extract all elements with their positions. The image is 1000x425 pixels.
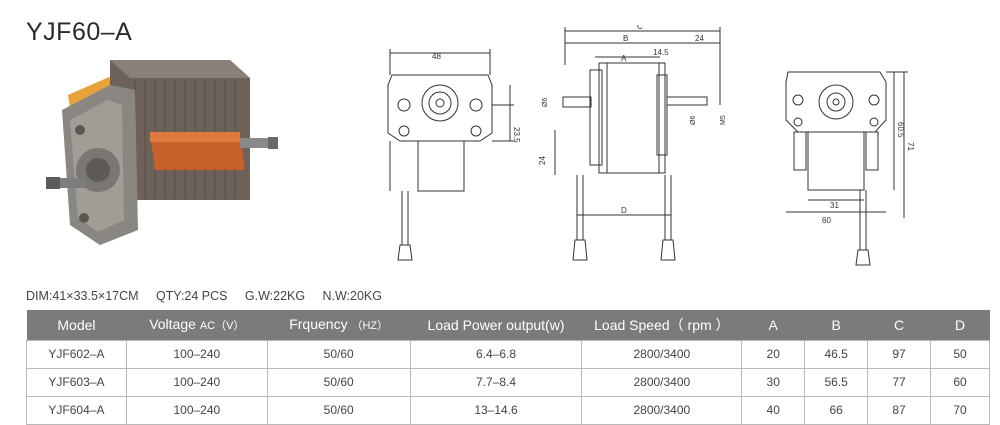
cell-b: 56.5	[804, 368, 869, 397]
header-b: B	[831, 316, 841, 333]
cell-model: YJF602–A	[26, 339, 127, 369]
cell-a: 40	[741, 396, 806, 425]
motor-photo	[46, 60, 278, 245]
header-frequency: Frquency （HZ）	[289, 316, 389, 333]
dim-shaft1-label: Ø6	[542, 98, 549, 107]
cell-b: 46.5	[804, 339, 869, 369]
spec-qty: QTY:24 PCS	[155, 289, 228, 303]
cell-voltage: 100–240	[125, 339, 268, 369]
packing-spec: DIM:41×33.5×17CM QTY:24 PCS G.W:22KG N.W…	[26, 289, 382, 303]
cell-power: 6.4–6.8	[409, 339, 583, 369]
page-title: YJF60–A	[26, 18, 133, 46]
dim-shaft2-label: Ø6	[690, 116, 697, 125]
table-row: YJF603–A 100–240 50/60 7.7–8.4 2800/3400…	[26, 368, 990, 397]
cell-a: 30	[741, 368, 806, 397]
table-header-row: Model Voltage AC（V） Frquency （HZ） Load P…	[26, 310, 990, 340]
table-row: YJF602–A 100–240 50/60 6.4–6.8 2800/3400…	[26, 339, 990, 369]
dim-lower-24-label: 24	[538, 156, 547, 165]
dim-c-label: C	[637, 25, 643, 31]
cell-c: 77	[867, 368, 932, 397]
cell-speed: 2800/3400	[581, 396, 743, 425]
cell-power: 13–14.6	[409, 396, 583, 425]
cell-a: 20	[741, 339, 806, 369]
table-row: YJF604–A 100–240 50/60 13–14.6 2800/3400…	[26, 396, 990, 425]
dim-14-5-label: 14.5	[653, 48, 669, 57]
header-voltage: Voltage AC（V）	[149, 316, 245, 333]
cell-voltage: 100–240	[125, 368, 268, 397]
cell-model: YJF603–A	[26, 368, 127, 397]
header-load-speed: Load Speed（ rpm ）	[594, 316, 730, 333]
dim-height-label: 23.5	[512, 127, 521, 143]
cell-c: 97	[867, 339, 932, 369]
dim-width-label: 48	[432, 52, 441, 61]
cell-speed: 2800/3400	[581, 368, 743, 397]
cell-frequency: 50/60	[266, 368, 411, 397]
side-view-drawing: C B 24 14.5 A D 24 Ø6 Ø6 M5	[538, 25, 727, 261]
spec-table: Model Voltage AC（V） Frquency （HZ） Load P…	[26, 310, 990, 425]
dim-b-label: B	[623, 34, 628, 43]
spec-dim: DIM:41×33.5×17CM	[26, 289, 139, 303]
header-load-power: Load Power output(w)	[427, 316, 565, 333]
header-c: C	[893, 316, 905, 333]
cell-speed: 2800/3400	[581, 339, 743, 369]
dim-a-label: A	[621, 54, 627, 63]
cell-b: 66	[804, 396, 869, 425]
dim-24-label: 24	[695, 34, 704, 43]
dim-60-label: 60	[822, 216, 831, 225]
dim-60-5-label: 60.5	[896, 122, 905, 138]
cell-voltage: 100–240	[125, 396, 268, 425]
header-a: A	[768, 316, 778, 333]
dim-m5-label: M5	[720, 115, 727, 125]
cell-d: 60	[930, 368, 990, 397]
cell-model: YJF604–A	[26, 396, 127, 425]
cell-c: 87	[867, 396, 932, 425]
spec-nw: N.W:20KG	[322, 289, 382, 303]
dim-31-label: 31	[830, 201, 839, 210]
spec-gw: G.W:22KG	[244, 289, 306, 303]
cell-d: 70	[930, 396, 990, 425]
back-view-drawing: 60.5 71 31 60	[785, 71, 915, 266]
cell-d: 50	[930, 339, 990, 369]
header-d: D	[954, 316, 966, 333]
header-model: Model	[57, 316, 96, 333]
dim-71-label: 71	[906, 142, 915, 151]
cell-power: 7.7–8.4	[409, 368, 583, 397]
cell-frequency: 50/60	[266, 396, 411, 425]
dim-d-label: D	[621, 206, 627, 215]
cell-frequency: 50/60	[266, 339, 411, 369]
front-view-drawing: 48 23.5	[387, 49, 521, 261]
